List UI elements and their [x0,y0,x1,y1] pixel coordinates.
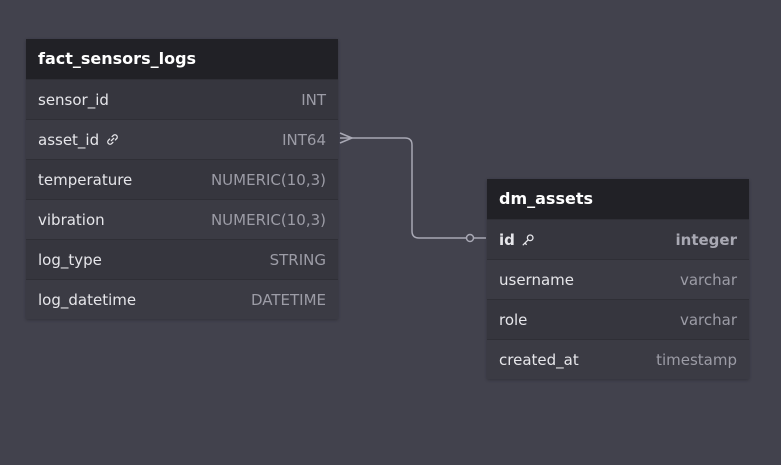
one-end-circle [465,233,475,243]
column-name: log_type [38,250,102,269]
column-name: role [499,310,528,329]
column-row-id[interactable]: id integer [487,219,749,259]
column-row-temperature[interactable]: temperature NUMERIC(10,3) [26,159,338,199]
column-type: NUMERIC(10,3) [210,210,326,229]
column-name: temperature [38,170,133,189]
relationship-line [340,137,486,239]
column-row-sensor-id[interactable]: sensor_id INT [26,79,338,119]
table-title[interactable]: fact_sensors_logs [26,39,338,79]
column-name: vibration [38,210,105,229]
column-type: varchar [679,270,737,289]
column-name: asset_id [38,131,119,149]
column-type: STRING [269,250,326,269]
table-title[interactable]: dm_assets [487,179,749,219]
table-fact-sensors-logs[interactable]: fact_sensors_logs sensor_id INT asset_id… [26,39,338,319]
column-row-log-datetime[interactable]: log_datetime DATETIME [26,279,338,319]
column-type: integer [675,230,737,249]
column-row-username[interactable]: username varchar [487,259,749,299]
column-name: id [499,231,535,249]
column-type: NUMERIC(10,3) [210,170,326,189]
column-type: varchar [679,310,737,329]
key-icon [521,233,535,247]
column-row-asset-id[interactable]: asset_id INT64 [26,119,338,159]
link-icon [105,133,119,147]
column-row-role[interactable]: role varchar [487,299,749,339]
column-row-created-at[interactable]: created_at timestamp [487,339,749,379]
column-type: INT64 [282,130,326,149]
table-dm-assets[interactable]: dm_assets id integer username varchar ro… [487,179,749,379]
column-type: INT [301,90,326,109]
column-type: DATETIME [250,290,326,309]
column-type: timestamp [656,350,737,369]
column-name: username [499,270,574,289]
column-name: log_datetime [38,290,137,309]
column-name: sensor_id [38,90,109,109]
column-name: created_at [499,350,579,369]
column-row-log-type[interactable]: log_type STRING [26,239,338,279]
column-row-vibration[interactable]: vibration NUMERIC(10,3) [26,199,338,239]
